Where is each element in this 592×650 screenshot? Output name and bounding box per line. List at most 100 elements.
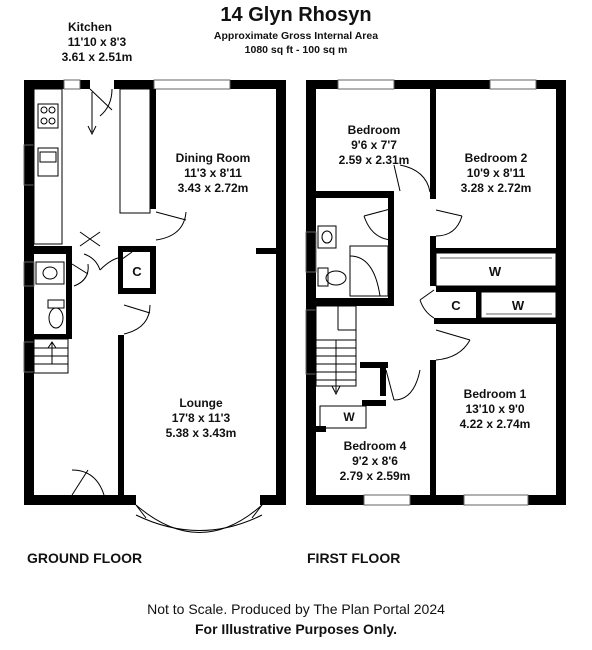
shower-screen xyxy=(349,255,381,297)
wall xyxy=(24,495,124,505)
bedroom-imperial: 9'6 x 7'7 xyxy=(351,138,397,152)
bay-window xyxy=(135,504,147,519)
door-swing xyxy=(399,164,431,193)
wall xyxy=(256,248,276,254)
hob-ring xyxy=(48,117,56,125)
wardrobe-label: W xyxy=(489,264,502,279)
wall xyxy=(430,236,436,286)
bay-window xyxy=(135,514,263,531)
hob xyxy=(37,103,59,129)
arrow-icon xyxy=(87,125,97,136)
door xyxy=(385,369,395,401)
wall xyxy=(362,400,386,406)
wall xyxy=(436,286,556,292)
basin xyxy=(317,225,337,249)
door-swing xyxy=(71,469,105,496)
wall xyxy=(316,191,394,198)
window xyxy=(337,79,395,90)
wall xyxy=(114,80,154,89)
bedroom-1-name: Bedroom 1 xyxy=(464,387,527,401)
wall xyxy=(436,248,556,253)
lounge-imperial: 17'8 x 11'3 xyxy=(172,411,231,425)
wall xyxy=(276,80,286,505)
kitchen-metric: 3.61 x 2.51m xyxy=(62,50,133,64)
footer-note: For Illustrative Purposes Only. xyxy=(194,621,397,637)
wall xyxy=(316,298,394,306)
wall xyxy=(306,495,364,505)
door-swing xyxy=(435,215,463,237)
door xyxy=(435,209,463,217)
door-swing xyxy=(435,339,471,361)
first-floor-label: FIRST FLOOR xyxy=(307,550,401,566)
wall xyxy=(434,318,556,324)
door xyxy=(155,211,187,221)
dining-room-metric: 3.43 x 2.72m xyxy=(178,181,249,195)
sink-bowl xyxy=(39,151,57,163)
bay-window xyxy=(135,504,263,533)
kitchen-units xyxy=(119,88,151,214)
door-swing xyxy=(393,369,421,401)
double-door xyxy=(83,253,119,271)
wall xyxy=(556,80,566,505)
wall xyxy=(360,362,388,368)
wall xyxy=(430,89,436,199)
hob-ring xyxy=(48,106,56,114)
wardrobe xyxy=(435,252,557,287)
window xyxy=(463,494,529,506)
wall xyxy=(380,368,386,396)
area-value: 1080 sq ft - 100 sq m xyxy=(244,44,348,56)
wall xyxy=(388,198,394,298)
wall xyxy=(30,246,72,254)
double-door xyxy=(79,231,101,247)
door-swing xyxy=(363,215,395,241)
door xyxy=(71,469,89,496)
stairs xyxy=(33,338,69,374)
footer-disclaimer: Not to Scale. Produced by The Plan Porta… xyxy=(147,601,445,617)
toilet xyxy=(325,270,347,286)
area-label: Approximate Gross Internal Area xyxy=(213,30,379,42)
wall xyxy=(150,89,156,209)
hob-ring xyxy=(40,106,48,114)
shower xyxy=(349,245,389,297)
ground-floor-plan xyxy=(23,79,286,533)
hob-ring xyxy=(40,117,48,125)
dining-room-name: Dining Room xyxy=(176,151,251,165)
toilet-cistern xyxy=(317,267,329,287)
door xyxy=(393,164,401,192)
window xyxy=(63,79,81,90)
bedroom-4-imperial: 9'2 x 8'6 xyxy=(352,454,398,468)
door-swing xyxy=(71,263,89,287)
bedroom-1-imperial: 13'10 x 9'0 xyxy=(465,402,524,416)
wardrobe xyxy=(480,291,557,319)
wall xyxy=(150,252,156,292)
sink xyxy=(37,147,59,177)
toilet xyxy=(48,307,64,329)
basin-bowl xyxy=(321,230,333,244)
basin-bowl xyxy=(42,266,58,280)
window xyxy=(23,261,35,287)
cupboard-label: C xyxy=(132,264,142,279)
wardrobe-label: W xyxy=(512,298,525,313)
bedroom-2-metric: 3.28 x 2.72m xyxy=(461,181,532,195)
property-title: 14 Glyn Rhosyn xyxy=(220,4,372,26)
door xyxy=(363,207,395,217)
bedroom-name: Bedroom xyxy=(348,123,401,137)
kitchen-worktop xyxy=(33,88,63,245)
wall xyxy=(118,252,123,292)
wall xyxy=(66,248,72,338)
wall xyxy=(24,80,34,505)
wall xyxy=(260,495,286,505)
bedroom-metric: 2.59 x 2.31m xyxy=(339,153,410,167)
cupboard-label: C xyxy=(451,298,461,313)
basin xyxy=(35,261,65,285)
window xyxy=(305,231,317,273)
bedroom-1-metric: 4.22 x 2.74m xyxy=(460,417,531,431)
bedroom-4-metric: 2.79 x 2.59m xyxy=(340,469,411,483)
ground-floor-label: GROUND FLOOR xyxy=(27,550,143,566)
first-floor-plan xyxy=(305,79,566,506)
door xyxy=(435,329,471,341)
kitchen-name: Kitchen xyxy=(68,20,112,34)
bedroom-2-imperial: 10'9 x 8'11 xyxy=(467,166,526,180)
window xyxy=(153,79,231,90)
door xyxy=(89,88,113,111)
